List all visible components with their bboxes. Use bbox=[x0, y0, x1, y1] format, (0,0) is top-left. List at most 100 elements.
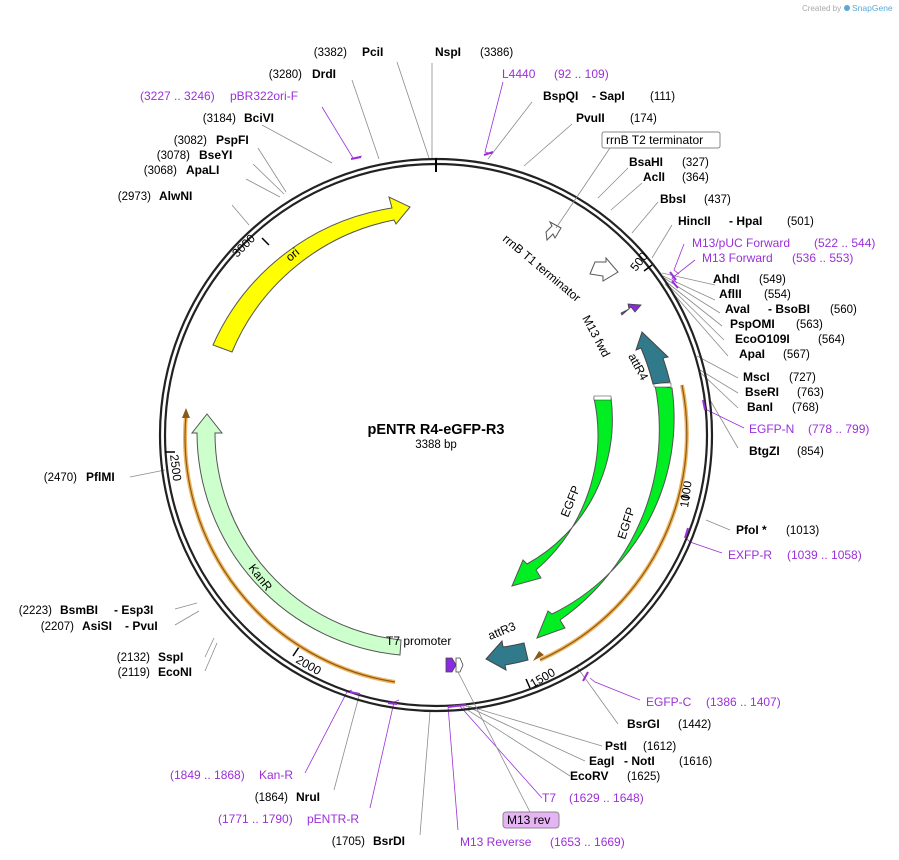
enzyme-name-bsrdi: BsrDI bbox=[373, 834, 405, 848]
enzyme-name-sspi: SspI bbox=[158, 650, 183, 664]
enzyme-pos-bspqi: (111) bbox=[650, 91, 675, 103]
enzyme-pos-btgzi: (854) bbox=[797, 446, 824, 458]
tick-label-500: 500 bbox=[627, 249, 651, 274]
enzyme-name-bseyi: BseYI bbox=[199, 148, 232, 162]
primer-name-egfpn: EGFP-N bbox=[749, 422, 794, 436]
enzyme-name-bsmbi: BsmBI bbox=[60, 603, 98, 617]
enzyme-pos-bseri: (763) bbox=[797, 387, 824, 399]
m13fwd-label: M13 fwd bbox=[579, 313, 613, 360]
enzyme-name-bbsi: BbsI bbox=[660, 192, 686, 206]
egfp-orf-arrowhead bbox=[533, 651, 544, 661]
enzyme-pos-aflii: (554) bbox=[764, 289, 791, 301]
enzyme-pos-sspi: (2132) bbox=[117, 652, 150, 664]
enzyme-pos-drdi: (3280) bbox=[269, 69, 302, 81]
enzyme-name-asisi: AsiSI bbox=[82, 619, 112, 633]
enzyme-pos-psti: (1612) bbox=[643, 741, 676, 753]
primer-name-m13reverse: M13 Reverse bbox=[460, 835, 532, 849]
primer-range-egfpc: (1386 .. 1407) bbox=[706, 695, 781, 709]
credit-text: Created by bbox=[802, 4, 841, 13]
enzyme-pos-avai: (560) bbox=[830, 304, 857, 316]
attr4-arrow bbox=[635, 331, 671, 385]
enzyme-name-apali: ApaLI bbox=[186, 163, 219, 177]
tick-marks bbox=[165, 237, 691, 689]
enzyme-pos-pspomi: (563) bbox=[796, 319, 823, 331]
primer-name-m13forward: M13 Forward bbox=[702, 251, 773, 265]
enzyme-pos-bani: (768) bbox=[792, 402, 819, 414]
enzyme-pos-bcivi: (3184) bbox=[203, 113, 236, 125]
enzyme-name-eagi: EagI bbox=[589, 754, 614, 768]
egfp-inner-start bbox=[593, 395, 612, 401]
primer-range-m13forward: (536 .. 553) bbox=[792, 251, 853, 265]
enzyme-pos-eagi: (1616) bbox=[679, 756, 712, 768]
rrnb-t2-label: rrnB T2 terminator bbox=[606, 133, 703, 147]
primer-name-kanr: Kan-R bbox=[259, 768, 293, 782]
primer-name-pentr: pENTR-R bbox=[307, 812, 359, 826]
enzyme-name-avai: AvaI bbox=[725, 302, 750, 316]
enzyme-name-bsobi: - BsoBI bbox=[768, 302, 810, 316]
enzyme-name-hpai: - HpaI bbox=[729, 214, 762, 228]
enzyme-name-pspfi: PspFI bbox=[216, 133, 249, 147]
enzyme-name-hincii: HincII bbox=[678, 214, 711, 228]
enzyme-name-bani: BanI bbox=[747, 400, 773, 414]
enzyme-name-psti: PstI bbox=[605, 739, 627, 753]
t7-promoter-label: T7 promoter bbox=[386, 634, 451, 648]
kanr-arrow bbox=[190, 413, 402, 656]
enzyme-name-pvuii: PvuII bbox=[576, 111, 605, 125]
enzyme-name-nrui: NruI bbox=[296, 790, 320, 804]
t7-promoter-arrow bbox=[445, 657, 457, 673]
rrnb-t1-arrow bbox=[589, 256, 619, 282]
enzyme-name-bspqi: BspQI bbox=[543, 89, 578, 103]
primer-range-pbr322: (3227 .. 3246) bbox=[140, 89, 215, 103]
snapgene-logo-icon bbox=[844, 5, 850, 11]
enzyme-pos-msci: (727) bbox=[789, 372, 816, 384]
m13fwd-arrow bbox=[620, 303, 642, 316]
egfp-orf-line bbox=[539, 384, 688, 661]
enzyme-name-ecorv: EcoRV bbox=[570, 769, 608, 783]
enzyme-name-pcii: PciI bbox=[362, 45, 383, 59]
enzyme-name-bseri: BseRI bbox=[745, 385, 779, 399]
primer-name-m13puc: M13/pUC Forward bbox=[692, 236, 790, 250]
enzyme-pos-apali: (3068) bbox=[144, 165, 177, 177]
enzyme-name-btgzi: BtgZI bbox=[749, 444, 780, 458]
enzyme-name-pvui: - PvuI bbox=[125, 619, 158, 633]
plasmid-length: 3388 bp bbox=[415, 439, 457, 451]
rrnb-t2-arrow bbox=[545, 220, 562, 242]
enzyme-pos-pvuii: (174) bbox=[630, 113, 657, 125]
primer-name-l4440: L4440 bbox=[502, 67, 536, 81]
enzyme-name-pfoi: PfoI * bbox=[736, 523, 767, 537]
enzyme-pos-apai: (567) bbox=[783, 349, 810, 361]
enzyme-pos-bbsi: (437) bbox=[704, 194, 731, 206]
enzyme-pos-hincii: (501) bbox=[787, 216, 814, 228]
primer-range-exfpr: (1039 .. 1058) bbox=[787, 548, 862, 562]
primer-range-m13reverse: (1653 .. 1669) bbox=[550, 835, 625, 849]
enzyme-pos-bsahi: (327) bbox=[682, 157, 709, 169]
tick-label-2500: 2500 bbox=[167, 454, 184, 483]
attr3-arrow bbox=[485, 639, 529, 671]
enzyme-name-acli: AclI bbox=[643, 170, 665, 184]
brand-text: SnapGene bbox=[852, 3, 893, 13]
kanr-orf-arrowhead bbox=[182, 408, 190, 418]
enzyme-pos-alwni: (2973) bbox=[118, 191, 151, 203]
primer-name-t7: T7 bbox=[542, 791, 556, 805]
enzyme-name-pflmi: PflMI bbox=[86, 470, 115, 484]
enzyme-name-bcivi: BciVI bbox=[244, 111, 274, 125]
egfp-inner-arrow bbox=[511, 397, 613, 587]
enzyme-pos-acli: (364) bbox=[682, 172, 709, 184]
enzyme-name-sapi: - SapI bbox=[592, 89, 625, 103]
primer-name-pbr322: pBR322ori-F bbox=[230, 89, 298, 103]
plasmid-name: pENTR R4-eGFP-R3 bbox=[368, 422, 505, 438]
primer-range-l4440: (92 .. 109) bbox=[554, 67, 609, 81]
enzyme-name-ahdi: AhdI bbox=[713, 272, 740, 286]
enzyme-name-bsrgi: BsrGI bbox=[627, 717, 660, 731]
enzyme-pos-pcii: (3382) bbox=[314, 47, 347, 59]
enzyme-name-noti: - NotI bbox=[624, 754, 655, 768]
enzyme-name-aflii: AflII bbox=[719, 287, 742, 301]
enzyme-pos-nspi: (3386) bbox=[480, 47, 513, 59]
ori-arrow bbox=[212, 196, 411, 353]
m13rev-arrow bbox=[455, 657, 464, 673]
primer-range-egfpn: (778 .. 799) bbox=[808, 422, 869, 436]
enzyme-name-esp3i: - Esp3I bbox=[114, 603, 153, 617]
primer-range-t7: (1629 .. 1648) bbox=[569, 791, 644, 805]
enzyme-pos-bsrgi: (1442) bbox=[678, 719, 711, 731]
